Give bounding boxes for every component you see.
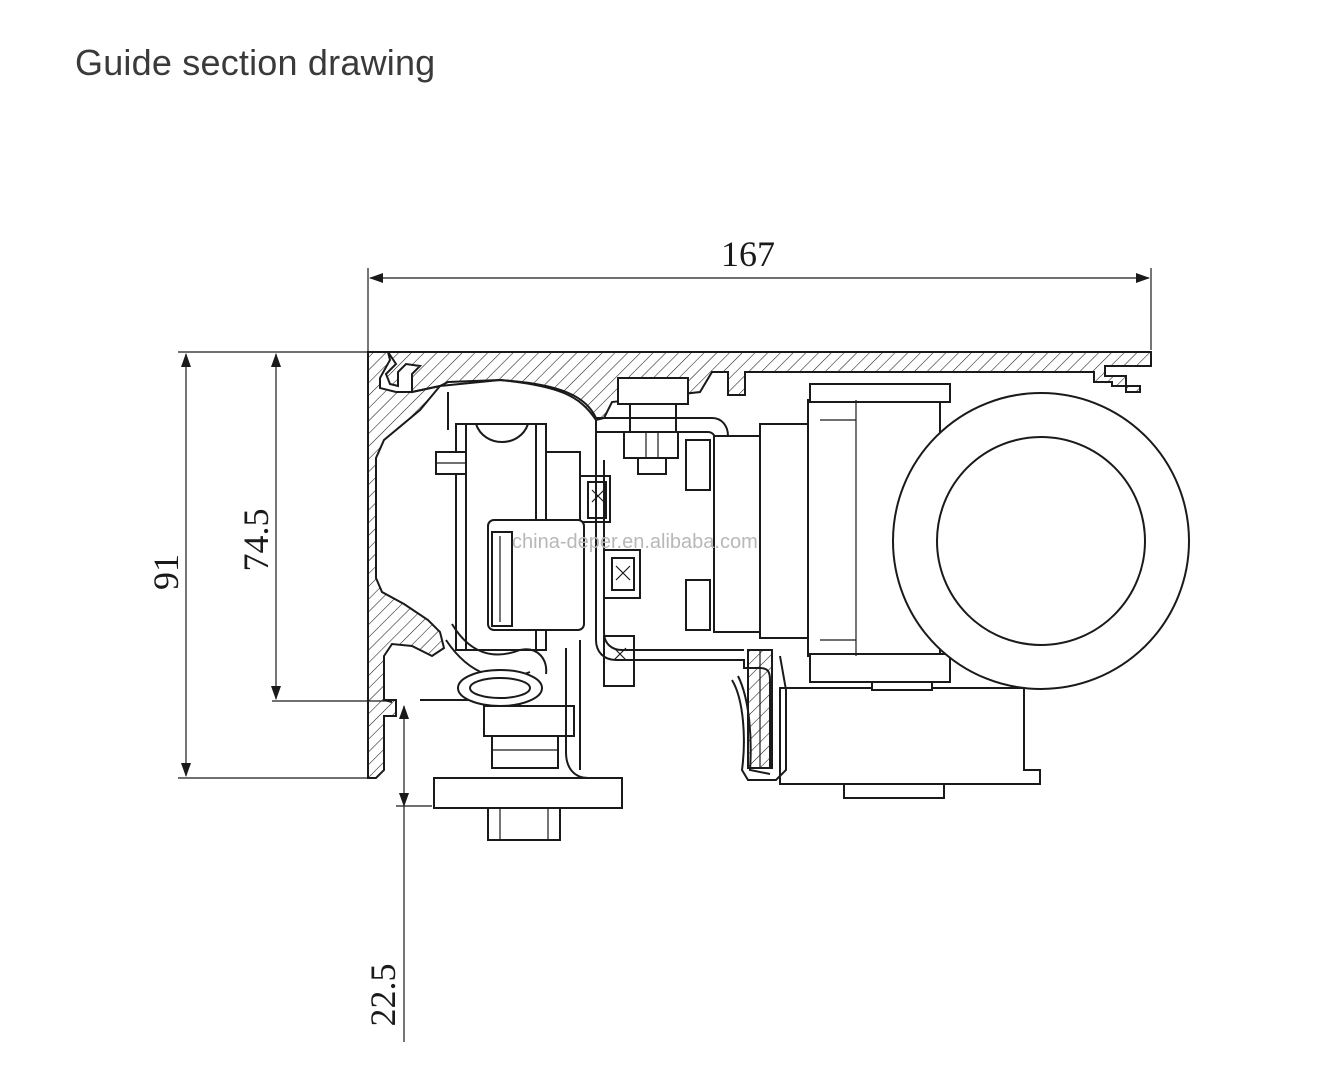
roller-cage	[435, 378, 641, 707]
bottom-drum	[779, 681, 1041, 799]
page-title: Guide section drawing	[75, 42, 436, 83]
drive-pulley	[892, 392, 1190, 690]
belt-clamp	[731, 649, 787, 781]
dimension-width-label: 167	[721, 234, 775, 274]
dimension-height-bottom-label: 22.5	[363, 964, 403, 1027]
dimension-height-inner-label: 74.5	[236, 509, 276, 572]
dimension-width: 167	[367, 234, 1152, 355]
dimension-height-total-label: 91	[146, 554, 186, 590]
rail-profile	[367, 351, 1152, 779]
motor-housing	[685, 383, 951, 683]
dimension-height-total: 91	[146, 351, 375, 779]
watermark: china-deper.en.alibaba.com	[512, 531, 758, 553]
dimension-height-bottom: 22.5	[363, 705, 432, 1042]
hanger-bracket	[433, 640, 623, 841]
